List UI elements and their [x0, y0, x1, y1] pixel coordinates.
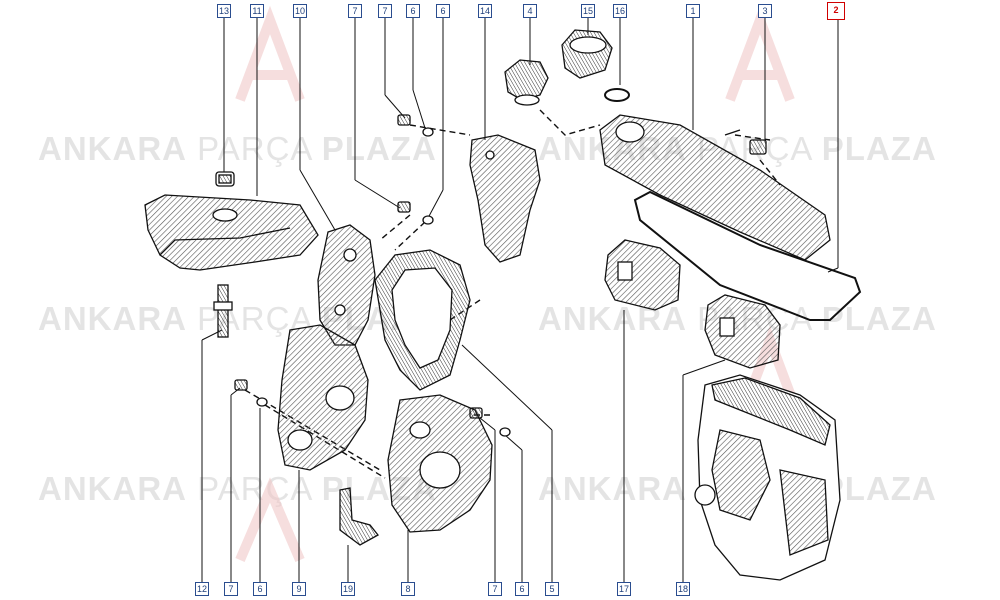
callout-15[interactable]: 15: [581, 4, 595, 18]
callout-6[interactable]: 6: [406, 4, 420, 18]
callout-1[interactable]: 1: [686, 4, 700, 18]
breather-cap: [561, 29, 613, 79]
callout-7[interactable]: 7: [224, 582, 238, 596]
callout-7[interactable]: 7: [348, 4, 362, 18]
callout-9[interactable]: 9: [292, 582, 306, 596]
callout-7[interactable]: 7: [378, 4, 392, 18]
small-bracket: [339, 487, 379, 546]
callout-6[interactable]: 6: [253, 582, 267, 596]
callout-17[interactable]: 17: [617, 582, 631, 596]
valve-cover: [599, 114, 831, 261]
callout-3[interactable]: 3: [758, 4, 772, 18]
cover-nut: [215, 171, 235, 187]
callout-19[interactable]: 19: [341, 582, 355, 596]
callout-11[interactable]: 11: [250, 4, 264, 18]
stud-bolt: [213, 284, 233, 338]
inner-cover-plate: [317, 224, 376, 346]
engine-mount-right: [704, 294, 781, 369]
valve-cover-gasket: [633, 190, 862, 321]
callout-16[interactable]: 16: [613, 4, 627, 18]
o-ring: [604, 88, 630, 102]
callout-10[interactable]: 10: [293, 4, 307, 18]
lower-inner-cover: [387, 394, 493, 533]
timing-belt: [374, 249, 471, 391]
cover-nut-washer: [724, 129, 767, 155]
watermark-row: ANKARA PARÇA PLAZA: [38, 130, 437, 167]
callout-2-highlighted[interactable]: 2: [827, 2, 845, 20]
callout-6[interactable]: 6: [436, 4, 450, 18]
callout-13[interactable]: 13: [217, 4, 231, 18]
callout-4[interactable]: 4: [523, 4, 537, 18]
callout-14[interactable]: 14: [478, 4, 492, 18]
engine-block: [694, 374, 841, 581]
leader-lines: [201, 18, 839, 582]
vertical-bracket: [469, 134, 541, 263]
washers: [256, 127, 511, 437]
callout-5[interactable]: 5: [545, 582, 559, 596]
bolts: [234, 114, 483, 419]
callout-12[interactable]: 12: [195, 582, 209, 596]
callout-18[interactable]: 18: [676, 582, 690, 596]
callout-7[interactable]: 7: [488, 582, 502, 596]
callout-6[interactable]: 6: [515, 582, 529, 596]
oil-filler-cap: [504, 59, 549, 106]
callout-8[interactable]: 8: [401, 582, 415, 596]
upper-timing-cover: [144, 194, 319, 271]
lower-timing-cover: [277, 324, 369, 471]
engine-mount-left: [604, 239, 681, 311]
